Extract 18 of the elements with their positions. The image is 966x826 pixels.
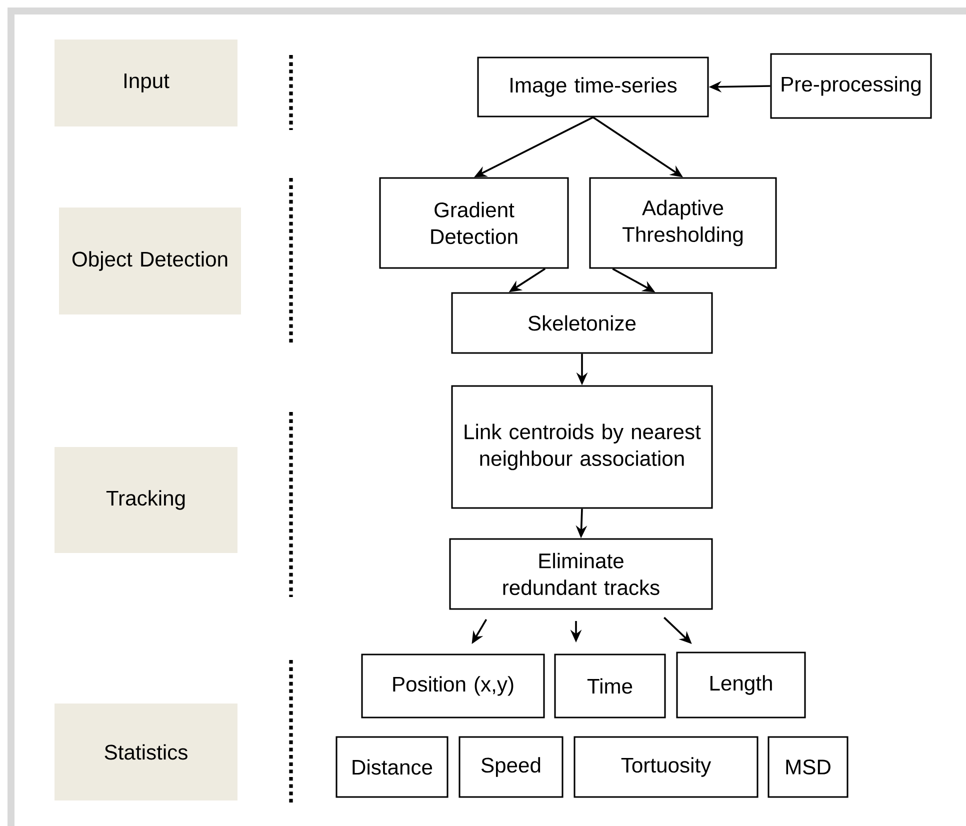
stage-label-box: Input	[54, 40, 238, 126]
process-box: Time	[554, 654, 666, 718]
process-box: Link centroids by nearest neighbour association	[451, 385, 713, 509]
process-box: Image time-series	[477, 56, 709, 118]
process-box: Eliminate redundant tracks	[449, 538, 713, 610]
process-box: Speed	[458, 736, 564, 798]
process-box: Pre-processing	[770, 53, 932, 119]
process-box: Gradient Detection	[379, 177, 569, 269]
stage-label-box: Object Detection	[59, 208, 241, 314]
process-box: Skeletonize	[451, 292, 713, 354]
process-box: Distance	[336, 736, 448, 798]
process-box: MSD	[768, 736, 848, 798]
process-box: Tortuosity	[574, 736, 758, 798]
stage-label-box: Tracking	[54, 447, 238, 553]
process-box: Length	[676, 652, 806, 718]
process-box: Position (x,y)	[361, 654, 545, 718]
stage-label-box: Statistics	[54, 704, 238, 800]
process-box: Adaptive Thresholding	[589, 177, 777, 269]
